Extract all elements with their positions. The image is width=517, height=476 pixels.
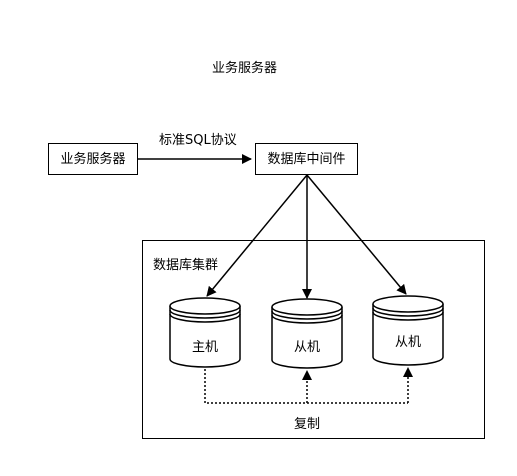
slave-1-label: 从机: [293, 340, 320, 355]
protocol-label: 标准SQL协议: [159, 133, 237, 148]
replication-label: 复制: [294, 417, 321, 432]
arrow-to-master: [206, 174, 308, 297]
replication-path: [204, 369, 408, 404]
slave-2-label: 从机: [394, 335, 421, 350]
diagram-title: 业务服务器: [212, 61, 278, 76]
app-server-label: 业务服务器: [60, 151, 126, 167]
database-cluster-box: [142, 240, 485, 439]
middleware-label: 数据库中间件: [267, 151, 346, 167]
slave-cylinder-1: [271, 298, 343, 369]
master-cylinder: [169, 297, 241, 368]
arrow-to-slave-2: [306, 174, 407, 295]
master-label: 主机: [191, 340, 218, 355]
database-cluster-label: 数据库集群: [153, 258, 219, 273]
app-server-box: 业务服务器: [48, 143, 138, 175]
middleware-box: 数据库中间件: [255, 143, 358, 175]
slave-cylinder-2: [372, 295, 444, 366]
